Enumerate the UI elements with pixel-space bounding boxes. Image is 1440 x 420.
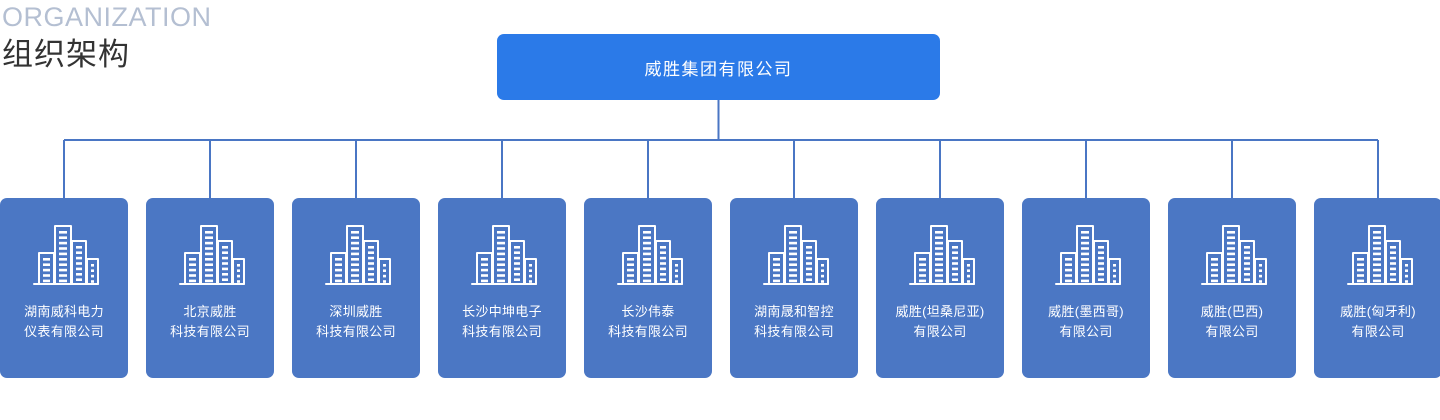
subsidiary-card[interactable]: 深圳威胜 科技有限公司: [292, 198, 420, 378]
subsidiary-card[interactable]: 威胜(坦桑尼亚) 有限公司: [876, 198, 1004, 378]
subsidiary-card-label: 长沙伟泰 科技有限公司: [608, 304, 688, 339]
page-title: 组织架构: [2, 37, 130, 72]
subsidiary-card-label: 威胜(墨西哥) 有限公司: [1048, 304, 1124, 339]
subsidiary-card[interactable]: 威胜(巴西) 有限公司: [1168, 198, 1296, 378]
page-eyebrow: ORGANIZATION: [2, 2, 212, 32]
subsidiary-card-label: 长沙中坤电子 科技有限公司: [462, 304, 542, 339]
building-icon: [179, 225, 245, 285]
building-icon: [325, 225, 391, 285]
subsidiary-card[interactable]: 湖南威科电力 仪表有限公司: [0, 198, 128, 378]
building-icon: [471, 225, 537, 285]
root-node-label: 威胜集团有限公司: [644, 59, 793, 79]
building-icon: [1347, 225, 1413, 285]
subsidiary-card[interactable]: 湖南晟和智控 科技有限公司: [730, 198, 858, 378]
subsidiary-card[interactable]: 长沙伟泰 科技有限公司: [584, 198, 712, 378]
subsidiary-card[interactable]: 长沙中坤电子 科技有限公司: [438, 198, 566, 378]
page-header: ORGANIZATION 组织架构: [0, 0, 480, 76]
subsidiary-card-label: 深圳威胜 科技有限公司: [316, 304, 396, 339]
subsidiary-card[interactable]: 威胜(墨西哥) 有限公司: [1022, 198, 1150, 378]
building-icon: [33, 225, 99, 285]
building-icon: [617, 225, 683, 285]
subsidiary-card-label: 北京威胜 科技有限公司: [170, 304, 250, 339]
subsidiary-card-label: 湖南晟和智控 科技有限公司: [754, 304, 834, 339]
subsidiary-card-label: 威胜(匈牙利) 有限公司: [1340, 304, 1416, 339]
subsidiary-card-list: 湖南威科电力 仪表有限公司 北京威胜 科技有限公司 深圳威胜 科技有限公司 长沙中坤电…: [0, 198, 1440, 378]
subsidiary-card[interactable]: 北京威胜 科技有限公司: [146, 198, 274, 378]
subsidiary-card-label: 威胜(坦桑尼亚) 有限公司: [895, 304, 985, 339]
building-icon: [1201, 225, 1267, 285]
subsidiary-card-label: 湖南威科电力 仪表有限公司: [24, 304, 104, 339]
subsidiary-card-label: 威胜(巴西) 有限公司: [1200, 304, 1264, 339]
building-icon: [763, 225, 829, 285]
root-node[interactable]: 威胜集团有限公司: [497, 34, 940, 100]
building-icon: [1055, 225, 1121, 285]
building-icon: [909, 225, 975, 285]
subsidiary-card[interactable]: 威胜(匈牙利) 有限公司: [1314, 198, 1440, 378]
